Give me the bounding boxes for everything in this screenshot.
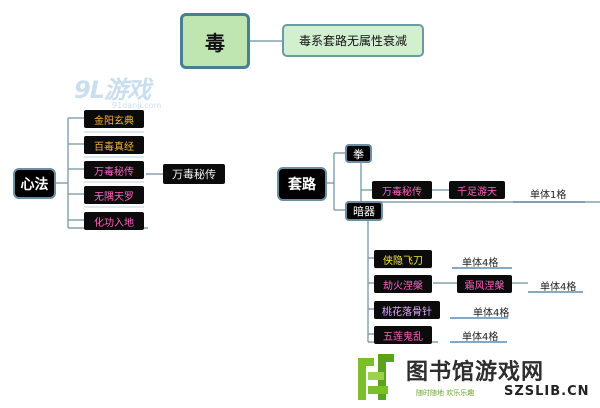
site-slogan: 随时随地 欢乐乐趣 xyxy=(416,389,475,397)
node-xinfa[interactable]: 心法 xyxy=(13,168,56,199)
hidden-item-wulian[interactable]: 五莲鬼乱 xyxy=(374,326,432,344)
watermark-domain: 91danji.com xyxy=(112,101,162,110)
library-logo-icon xyxy=(358,354,394,400)
hidden-effect-shuangfeng: 单体4格 xyxy=(540,282,577,293)
xinfa-sub-wandu[interactable]: 万毒秘传 xyxy=(163,164,225,184)
fist-effect: 单体1格 xyxy=(530,190,567,201)
xinfa-item-wandu[interactable]: 万毒秘传 xyxy=(84,161,144,179)
node-taolu[interactable]: 套路 xyxy=(277,167,327,201)
xinfa-item-jinyang[interactable]: 金阳玄典 xyxy=(84,110,144,128)
root-note[interactable]: 毒系套路无属性衰减 xyxy=(282,24,424,57)
site-domain: SZSLIB.CN xyxy=(504,384,590,399)
watermark-brand: 9L游戏 xyxy=(74,76,151,104)
hidden-item-shuangfeng[interactable]: 霜风涅槃 xyxy=(457,275,512,293)
hidden-effect-taohua: 单体4格 xyxy=(473,308,510,319)
site-watermark: 图书馆游戏网 随时随地 欢乐乐趣 SZSLIB.CN xyxy=(354,352,598,404)
xinfa-item-baidu[interactable]: 百毒真经 xyxy=(84,136,144,154)
fist-item-wandu[interactable]: 万毒秘传 xyxy=(372,181,432,199)
hidden-effect-xiayin: 单体4格 xyxy=(462,258,499,269)
site-title: 图书馆游戏网 xyxy=(406,360,545,385)
node-fist[interactable]: 拳 xyxy=(345,144,372,163)
watermark-logo: 9L游戏 91danji.com xyxy=(74,70,161,110)
hidden-item-xiayin[interactable]: 侠隐飞刀 xyxy=(374,250,432,268)
hidden-item-jiehuo[interactable]: 劫火涅槃 xyxy=(374,275,432,293)
xinfa-item-huagong[interactable]: 化功入地 xyxy=(84,212,144,230)
hidden-effect-wulian: 单体4格 xyxy=(462,332,499,343)
root-node-poison[interactable]: 毒 xyxy=(180,13,250,69)
node-hidden-weapon[interactable]: 暗器 xyxy=(345,201,383,221)
hidden-item-taohua[interactable]: 桃花落骨针 xyxy=(374,301,440,319)
fist-item-qianzu[interactable]: 千足游天 xyxy=(449,181,505,199)
xinfa-item-wuyu[interactable]: 无隅天罗 xyxy=(84,186,144,204)
